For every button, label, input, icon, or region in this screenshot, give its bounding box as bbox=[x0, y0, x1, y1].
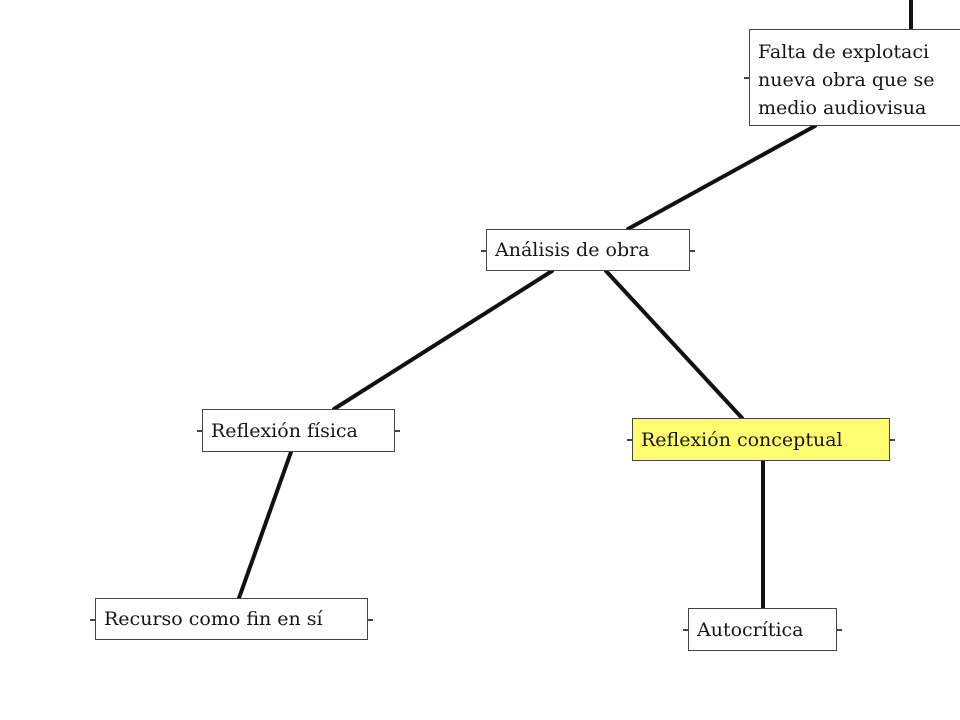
node-reflexion-conceptual[interactable]: Reflexión conceptual bbox=[632, 418, 890, 461]
node-recurso-left-handle bbox=[90, 619, 95, 621]
node-analisis-de-obra[interactable]: Análisis de obra bbox=[486, 229, 690, 271]
node-reflexion-fisica-right-handle bbox=[395, 430, 400, 432]
node-reflexion-fisica-label: Reflexión física bbox=[211, 419, 358, 442]
node-reflexion-conceptual-right-handle bbox=[890, 439, 895, 441]
node-autocritica-right-handle bbox=[837, 629, 842, 631]
edge-falta-to-analisis bbox=[626, 124, 817, 231]
node-analisis-left-handle bbox=[481, 250, 486, 252]
node-reflexion-fisica[interactable]: Reflexión física bbox=[202, 409, 395, 452]
node-autocritica-left-handle bbox=[683, 629, 688, 631]
node-falta-left-handle bbox=[744, 77, 749, 79]
node-falta-line-1: Falta de explotaci bbox=[758, 41, 930, 63]
node-reflexion-conceptual-label: Reflexión conceptual bbox=[641, 428, 843, 451]
node-autocritica[interactable]: Autocrítica bbox=[688, 608, 837, 651]
node-reflexion-conceptual-left-handle bbox=[627, 439, 632, 441]
edge-reflexion-fisica-to-recurso bbox=[237, 450, 293, 600]
edge-analisis-to-reflexion-conceptual bbox=[604, 269, 744, 420]
node-autocritica-label: Autocrítica bbox=[697, 618, 804, 641]
node-falta-de-explotacion[interactable]: Falta de explotaci nueva obra que se med… bbox=[749, 29, 960, 126]
node-recurso-label: Recurso como fin en sí bbox=[104, 608, 323, 630]
node-reflexion-fisica-left-handle bbox=[197, 430, 202, 432]
node-analisis-label: Análisis de obra bbox=[495, 239, 650, 261]
node-falta-line-3: medio audiovisua bbox=[758, 97, 927, 119]
edge-analisis-to-reflexion-fisica bbox=[332, 269, 554, 411]
node-recurso-como-fin[interactable]: Recurso como fin en sí bbox=[95, 598, 368, 640]
node-analisis-right-handle bbox=[690, 250, 695, 252]
node-falta-line-2: nueva obra que se bbox=[758, 69, 935, 91]
node-recurso-right-handle bbox=[368, 619, 373, 621]
